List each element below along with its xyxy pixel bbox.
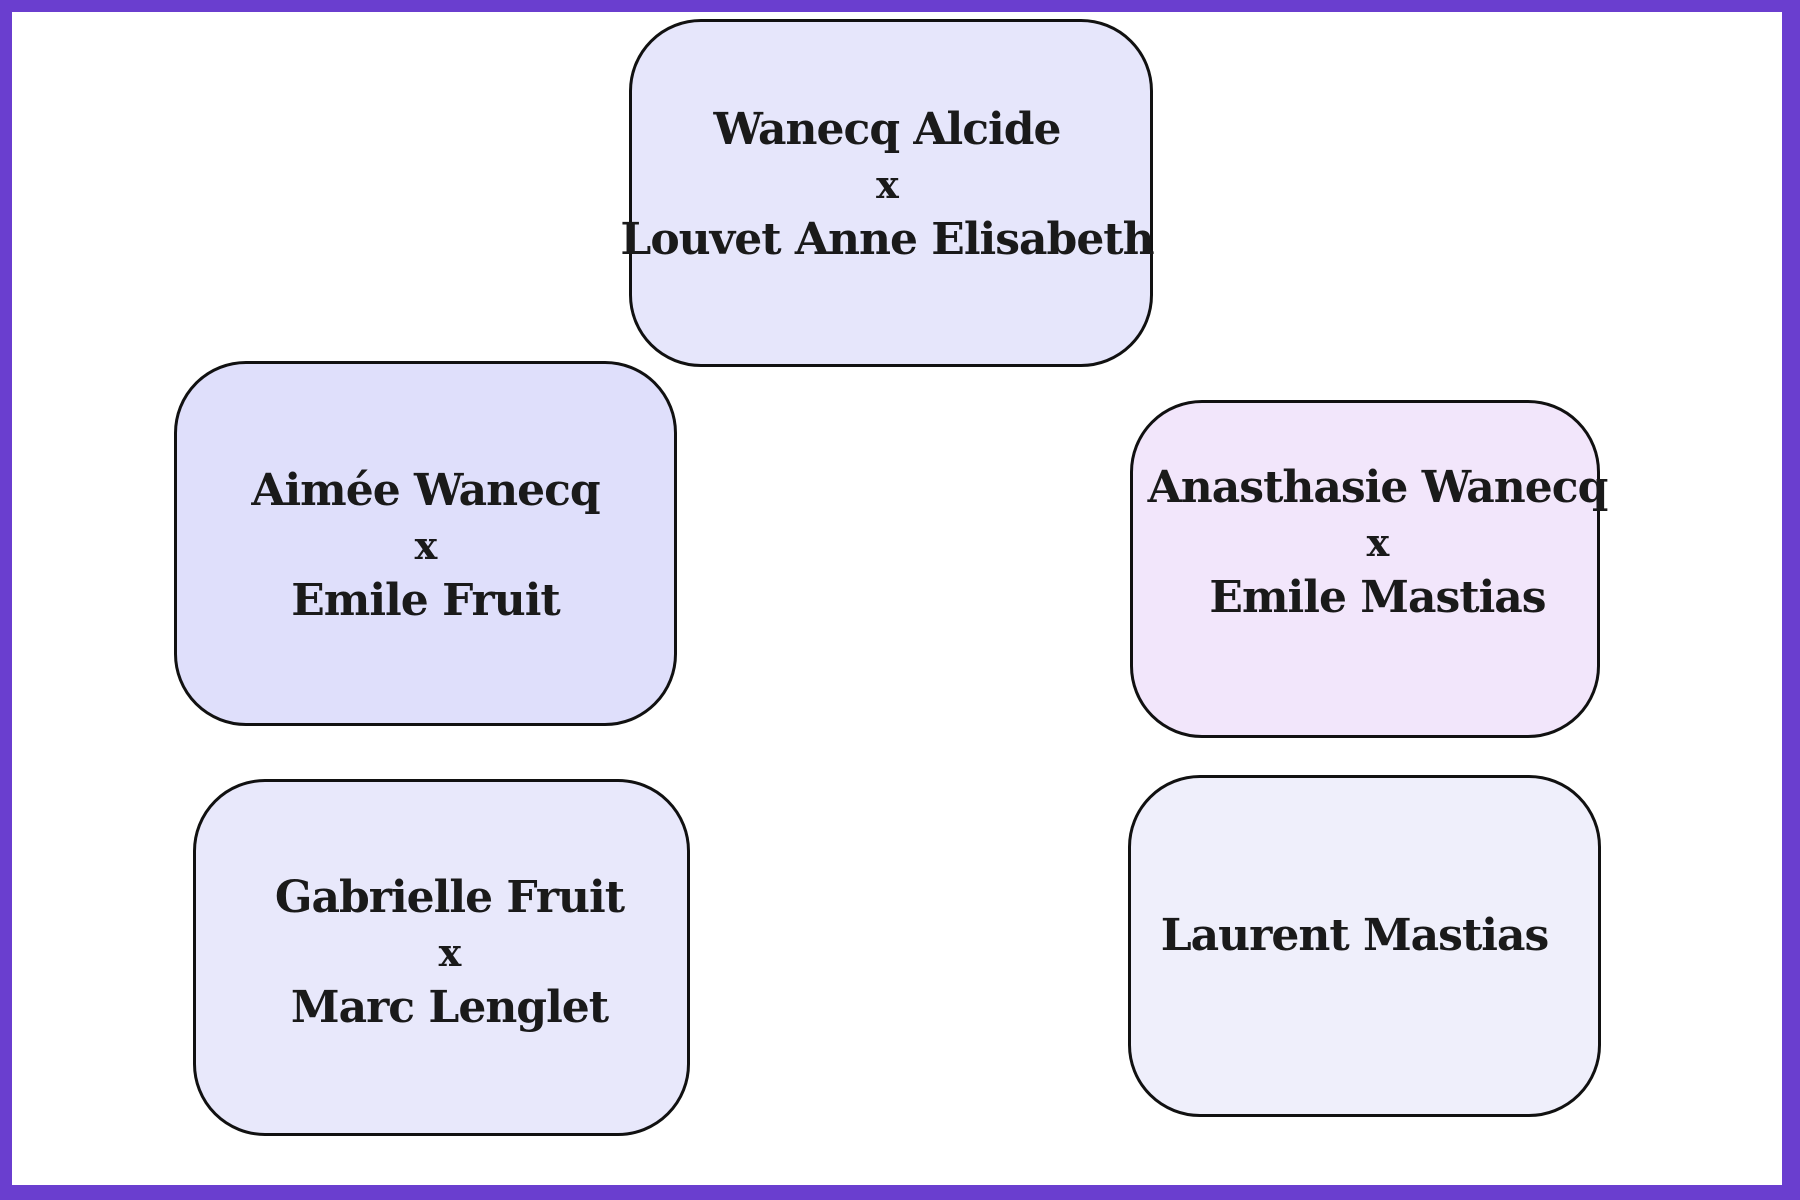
family-node-aimee-wanecq: Aimée Wanecq x Emile Fruit (174, 361, 677, 726)
node-union-marker: x (438, 930, 462, 975)
family-node-anasthasie-wanecq: Anasthasie Wanecq x Emile Mastias (1130, 400, 1608, 738)
node-name-spouse: Marc Lenglet (290, 982, 609, 1033)
node-name-spouse: Emile Mastias (1209, 572, 1546, 623)
node-name-primary: Laurent Mastias (1160, 910, 1550, 961)
node-name-spouse: Louvet Anne Elisabeth (620, 214, 1154, 265)
node-name-spouse: Emile Fruit (291, 575, 561, 626)
family-node-gabrielle-fruit: Gabrielle Fruit x Marc Lenglet (193, 779, 690, 1136)
node-name-primary: Anasthasie Wanecq (1147, 462, 1609, 513)
family-node-laurent-mastias: Laurent Mastias (1128, 775, 1601, 1117)
family-node-wanecq-alcide: Wanecq Alcide x Louvet Anne Elisabeth (620, 19, 1155, 367)
node-name-primary: Wanecq Alcide (713, 104, 1061, 155)
node-union-marker: x (414, 523, 438, 568)
node-name-primary: Gabrielle Fruit (274, 872, 625, 923)
diagram-canvas: Wanecq Alcide x Louvet Anne Elisabeth Ai… (12, 12, 1782, 1185)
node-union-marker: x (1366, 520, 1390, 565)
node-name-primary: Aimée Wanecq (251, 465, 600, 516)
node-union-marker: x (876, 162, 899, 207)
